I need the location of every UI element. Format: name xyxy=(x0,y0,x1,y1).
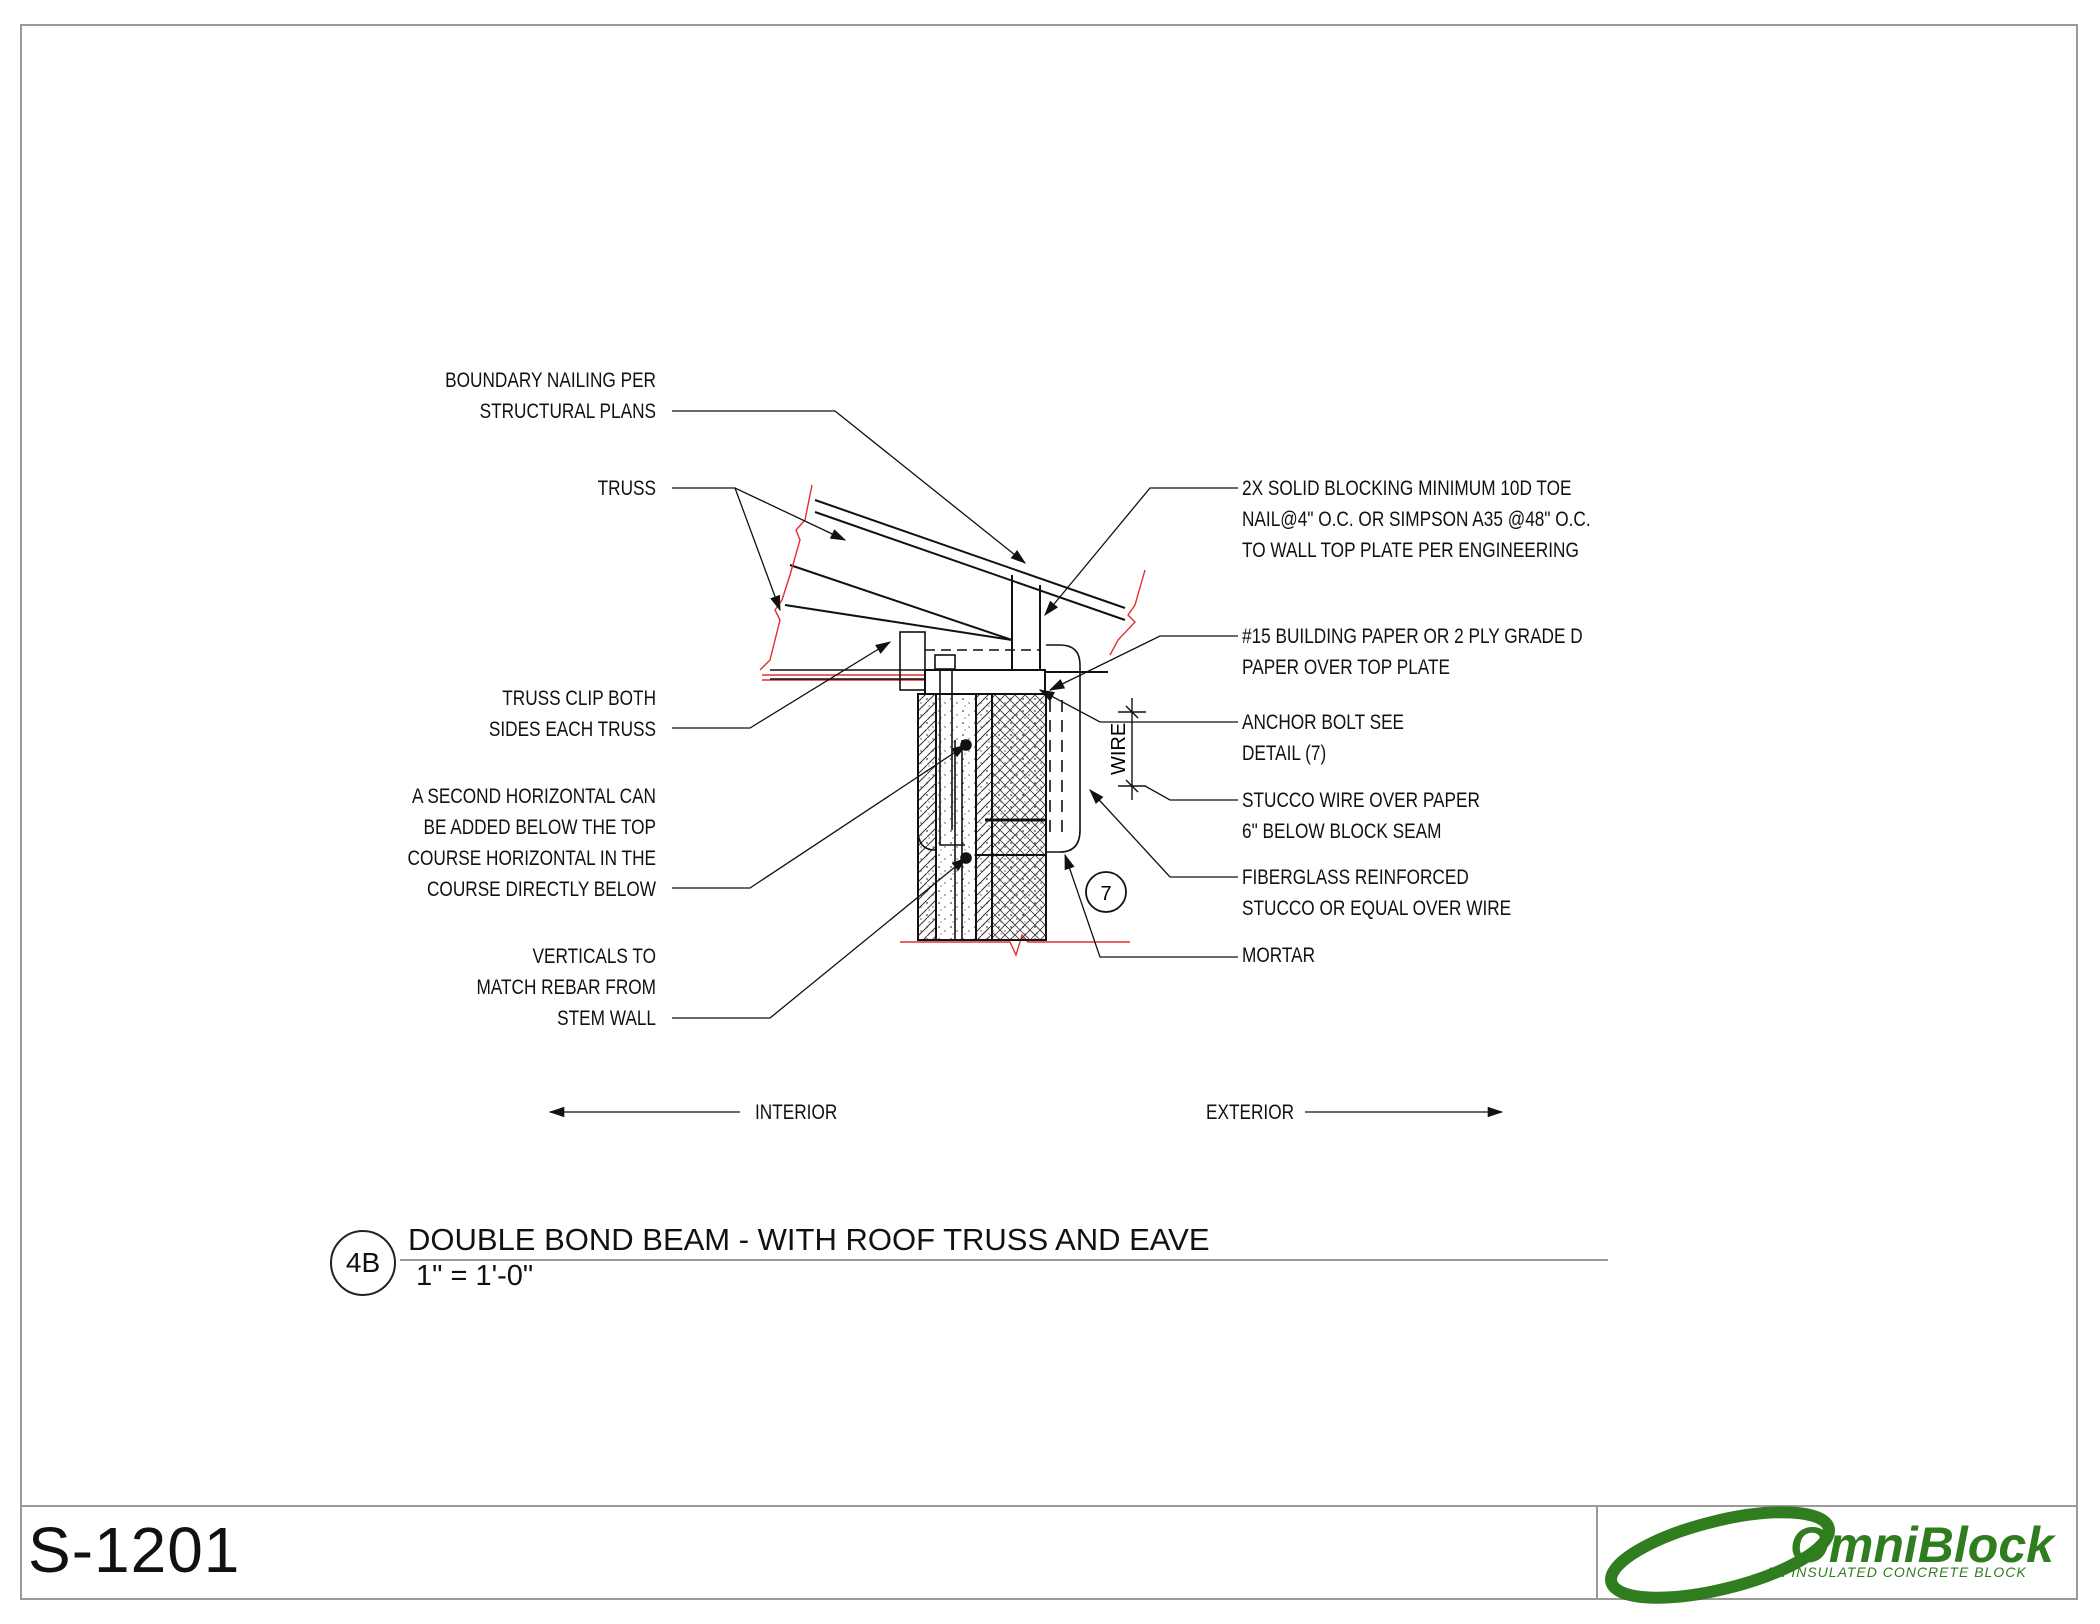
callout-second-horizontal: A SECOND HORIZONTAL CAN BE ADDED BELOW T… xyxy=(407,785,656,901)
callout-truss-clip: TRUSS CLIP BOTH SIDES EACH TRUSS xyxy=(488,687,656,741)
stucco-wire xyxy=(917,644,1081,853)
logo-tagline: AN INSULATED CONCRETE BLOCK xyxy=(1764,1564,2027,1580)
top-plate xyxy=(924,669,1046,695)
detail-reference-bubble xyxy=(1085,871,1127,913)
sheet-number: S-1201 xyxy=(28,1514,241,1586)
soffit xyxy=(770,631,1040,691)
callout-truss: TRUSS xyxy=(597,477,656,500)
callout-fiberglass: FIBERGLASS REINFORCED STUCCO OR EQUAL OV… xyxy=(1242,866,1512,920)
exterior-label: EXTERIOR xyxy=(1206,1101,1295,1124)
truss-bottom-chord xyxy=(784,564,1108,673)
callout-anchor-bolt: ANCHOR BOLT SEE DETAIL (7) xyxy=(1242,711,1405,765)
callout-mortar: MORTAR xyxy=(1242,944,1316,967)
detail-reference-number: 7 xyxy=(1100,883,1111,905)
detail-number-bubble: 4B xyxy=(330,1230,396,1296)
callout-solid-blocking: 2X SOLID BLOCKING MINIMUM 10D TOE NAIL@4… xyxy=(1242,477,1591,562)
detail-title: DOUBLE BOND BEAM - WITH ROOF TRUSS AND E… xyxy=(408,1222,1210,1257)
callout-verticals: VERTICALS TO MATCH REBAR FROM STEM WALL xyxy=(476,945,656,1030)
logo-panel xyxy=(1596,1505,2078,1600)
title-block xyxy=(20,1505,2078,1600)
omniblock-logo: OmniBlock AN INSULATED CONCRETE BLOCK xyxy=(1605,1506,2056,1604)
callout-boundary-nailing: BOUNDARY NAILING PER STRUCTURAL PLANS xyxy=(445,369,656,423)
sheet-border xyxy=(20,24,2078,1600)
detail-scale: 1" = 1'-0" xyxy=(416,1260,534,1292)
logo-wordmark: OmniBlock xyxy=(1790,1517,2056,1573)
break-lines xyxy=(759,484,1146,957)
interior-label: INTERIOR xyxy=(755,1101,838,1124)
leader-lines xyxy=(672,410,1238,1019)
wire-dimension xyxy=(1118,698,1146,800)
wire-dimension-label: WIRE xyxy=(1108,723,1130,775)
truss-top-chord xyxy=(814,499,1126,621)
callout-building-paper: #15 BUILDING PAPER OR 2 PLY GRADE D PAPE… xyxy=(1242,625,1583,679)
block-wall xyxy=(917,693,1047,941)
callout-stucco-wire: STUCCO WIRE OVER PAPER 6" BELOW BLOCK SE… xyxy=(1242,789,1480,843)
